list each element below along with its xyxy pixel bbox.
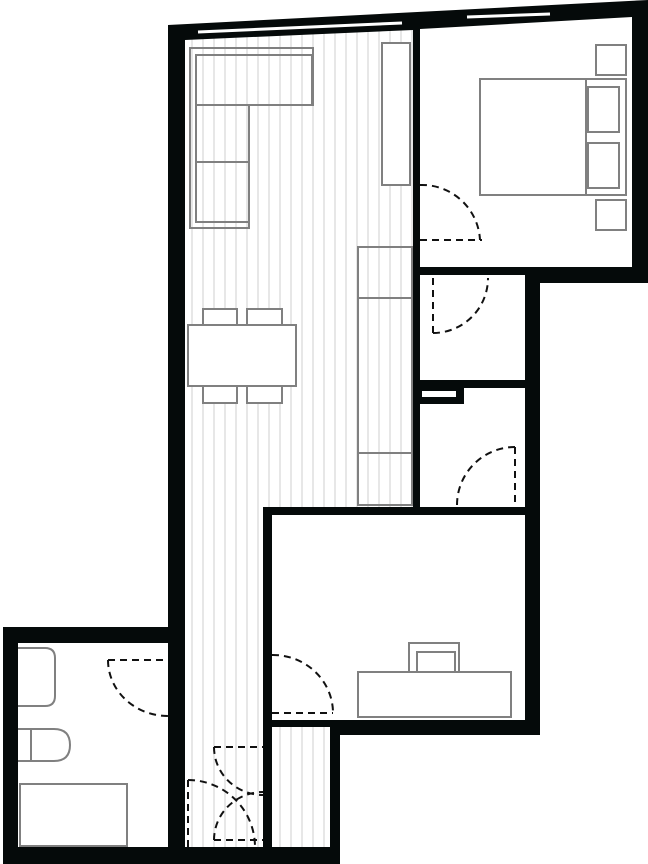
window	[197, 21, 403, 34]
kitchen-counter	[357, 246, 413, 506]
bathroom-door[interactable]	[107, 659, 169, 717]
hallway-door-2[interactable]	[213, 791, 264, 841]
hallway	[272, 727, 330, 847]
study-door[interactable]	[271, 653, 334, 714]
bathtub	[19, 783, 128, 847]
nightstand	[595, 44, 627, 76]
dining-table	[187, 308, 297, 404]
study	[272, 515, 525, 720]
hallway-door[interactable]	[213, 746, 264, 796]
closet-door[interactable]	[432, 277, 489, 334]
entrance-door[interactable]	[187, 779, 256, 848]
sink	[18, 647, 56, 707]
toilet	[18, 728, 72, 762]
bathroom	[18, 643, 168, 847]
storage-shelf-inner	[422, 391, 456, 397]
storage-door[interactable]	[456, 446, 516, 506]
desk	[357, 642, 512, 718]
storage	[420, 388, 525, 507]
double-bed	[479, 78, 627, 196]
nightstand	[595, 199, 627, 231]
living-room	[185, 30, 413, 847]
window	[466, 12, 551, 19]
l-sofa	[189, 47, 314, 229]
closet	[420, 275, 525, 380]
bedroom-door[interactable]	[419, 183, 482, 241]
cabinet	[381, 42, 411, 186]
